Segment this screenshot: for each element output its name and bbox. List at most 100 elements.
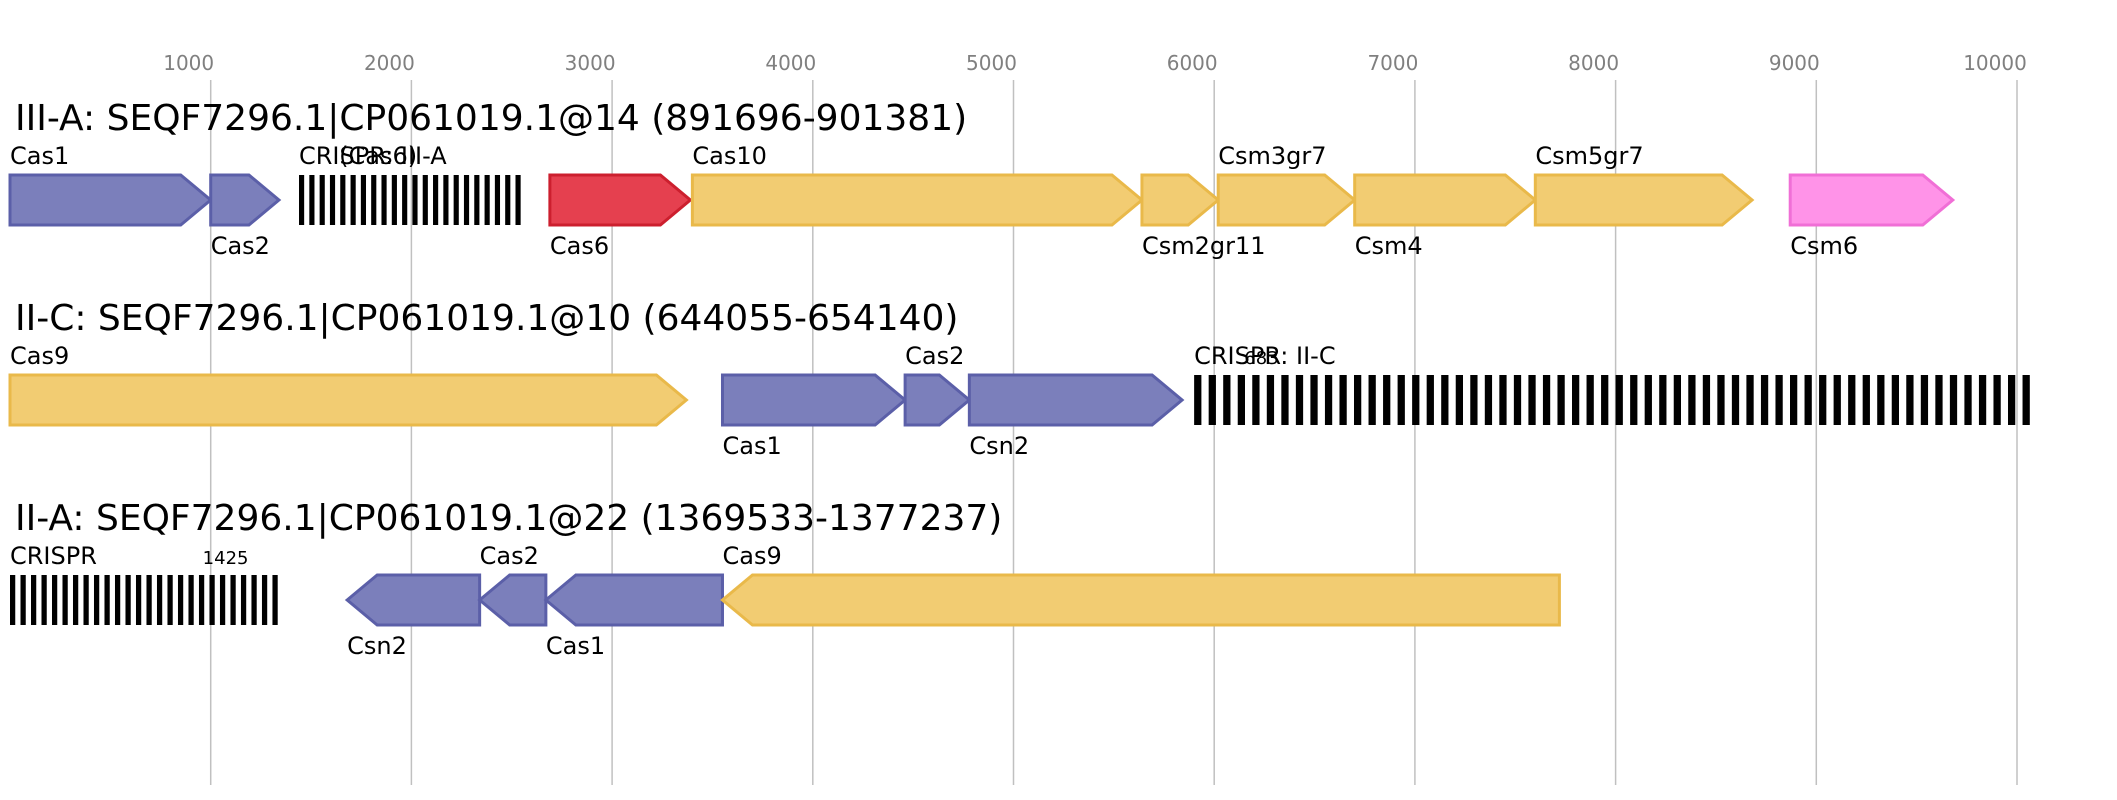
crispr-repeat	[1659, 375, 1667, 425]
gene-label: Csn2	[969, 432, 1029, 460]
crispr-repeat	[1281, 375, 1289, 425]
crispr-repeat	[209, 575, 215, 625]
crispr-repeat	[463, 175, 470, 225]
crispr-repeat	[230, 575, 236, 625]
crispr-array	[1194, 375, 2030, 425]
crispr-repeat	[350, 175, 356, 225]
axis-tick-label: 7000	[1367, 51, 1418, 75]
gene-label: Cas9	[10, 342, 69, 370]
crispr-repeat	[1819, 375, 1827, 425]
gene-label: Cas2	[905, 342, 964, 370]
crispr-repeat	[299, 175, 305, 225]
locus-track: II-C: SEQF7296.1|CP061019.1@10 (644055-6…	[8, 298, 2030, 460]
crispr-repeat	[1557, 375, 1565, 425]
crispr-repeat	[1673, 375, 1682, 425]
crispr-repeat	[1310, 375, 1318, 425]
crispr-repeat	[1586, 375, 1594, 425]
crispr-repeat	[360, 175, 367, 225]
gene-label: Csm5gr7	[1535, 142, 1643, 170]
crispr-repeat	[240, 575, 247, 625]
crispr-repeat	[1252, 375, 1260, 425]
gene-label: Cas6	[550, 232, 609, 260]
crispr-repeat	[114, 575, 121, 625]
crispr-repeat	[251, 575, 257, 625]
crispr-repeat	[1848, 375, 1856, 425]
crispr-repeat	[219, 575, 226, 625]
crispr-repeat	[1223, 375, 1231, 425]
track-title: II-A: SEQF7296.1|CP061019.1@22 (1369533-…	[15, 498, 1002, 539]
gene-label: Csm2gr11	[1142, 232, 1266, 260]
crispr-repeat	[1412, 375, 1420, 425]
gene-arrow-csm3gr7	[1216, 173, 1358, 227]
crispr-repeat	[494, 175, 501, 225]
locus-track: II-A: SEQF7296.1|CP061019.1@22 (1369533-…	[10, 498, 1561, 660]
crispr-repeat	[156, 575, 163, 625]
crispr-repeat	[177, 575, 184, 625]
crispr-repeat	[1368, 375, 1376, 425]
crispr-repeat	[1949, 375, 1958, 425]
crispr-repeat	[1630, 375, 1638, 425]
crispr-repeat	[1644, 375, 1652, 425]
crispr-repeat	[1702, 375, 1711, 425]
crispr-repeat	[198, 575, 205, 625]
gene-arrow-cas9	[720, 573, 1561, 627]
crispr-repeat	[1891, 375, 1900, 425]
crispr-repeat	[402, 175, 408, 225]
crispr-repeat	[381, 175, 387, 225]
gene-label: Csm6	[1790, 232, 1858, 260]
crispr-repeat	[1208, 375, 1216, 425]
axis-tick-label: 1000	[163, 51, 214, 75]
crispr-repeat	[41, 575, 47, 625]
axis-tick-label: 8000	[1568, 51, 1619, 75]
crispr-repeat	[1688, 375, 1696, 425]
gene-arrow-csm4	[1353, 173, 1538, 227]
gene-arrow-cas6	[548, 173, 693, 227]
crispr-repeat	[167, 575, 173, 625]
gene-arrow-cas1	[720, 373, 908, 427]
crispr-array	[299, 175, 521, 225]
gene-arrow-cas2	[903, 373, 972, 427]
crispr-repeat	[1993, 375, 2001, 425]
crispr-repeat	[1978, 375, 1987, 425]
crispr-repeat	[20, 575, 26, 625]
gene-arrow-cas10	[690, 173, 1145, 227]
crispr-repeat	[1790, 375, 1798, 425]
crispr-repeat	[1470, 375, 1478, 425]
gene-arrow-csn2	[344, 573, 482, 627]
crispr-repeat	[1397, 375, 1405, 425]
gene-arrow-cas1	[8, 173, 214, 227]
crispr-repeat	[125, 575, 131, 625]
crispr-repeat	[1194, 375, 1202, 425]
crispr-repeat	[433, 175, 439, 225]
crispr-repeat	[1731, 375, 1740, 425]
crispr-spacer-count-label: 683	[1244, 348, 1278, 369]
crispr-repeat	[474, 175, 480, 225]
gene-arrow-cas9	[8, 373, 689, 427]
gene-arrow-cas1	[543, 573, 724, 627]
crispr-repeat	[1513, 375, 1522, 425]
track-title: III-A: SEQF7296.1|CP061019.1@14 (891696-…	[15, 98, 967, 139]
crispr-repeat	[412, 175, 418, 225]
crispr-repeat	[391, 175, 397, 225]
gene-arrow-cas2	[209, 173, 282, 227]
crispr-repeat	[1833, 375, 1841, 425]
crispr-repeat	[272, 575, 278, 625]
gene-label: Cas2	[211, 232, 270, 260]
crispr-repeat	[1353, 375, 1362, 425]
crispr-repeat	[1237, 375, 1245, 425]
crispr-repeat	[135, 575, 142, 625]
gene-label: Cas10	[692, 142, 767, 170]
crispr-repeat	[1935, 375, 1943, 425]
crispr-repeat	[83, 575, 89, 625]
crispr-repeat	[2008, 375, 2016, 425]
crispr-repeat	[443, 175, 449, 225]
crispr-repeat	[10, 575, 16, 625]
gene-arrow-cas2	[477, 573, 548, 627]
crispr-repeat	[104, 575, 110, 625]
crispr-repeat	[1295, 375, 1304, 425]
gene-label: Csm4	[1355, 232, 1423, 260]
crispr-repeat	[51, 575, 58, 625]
crispr-repeat	[261, 575, 268, 625]
gene-label: Csn2	[347, 632, 407, 660]
